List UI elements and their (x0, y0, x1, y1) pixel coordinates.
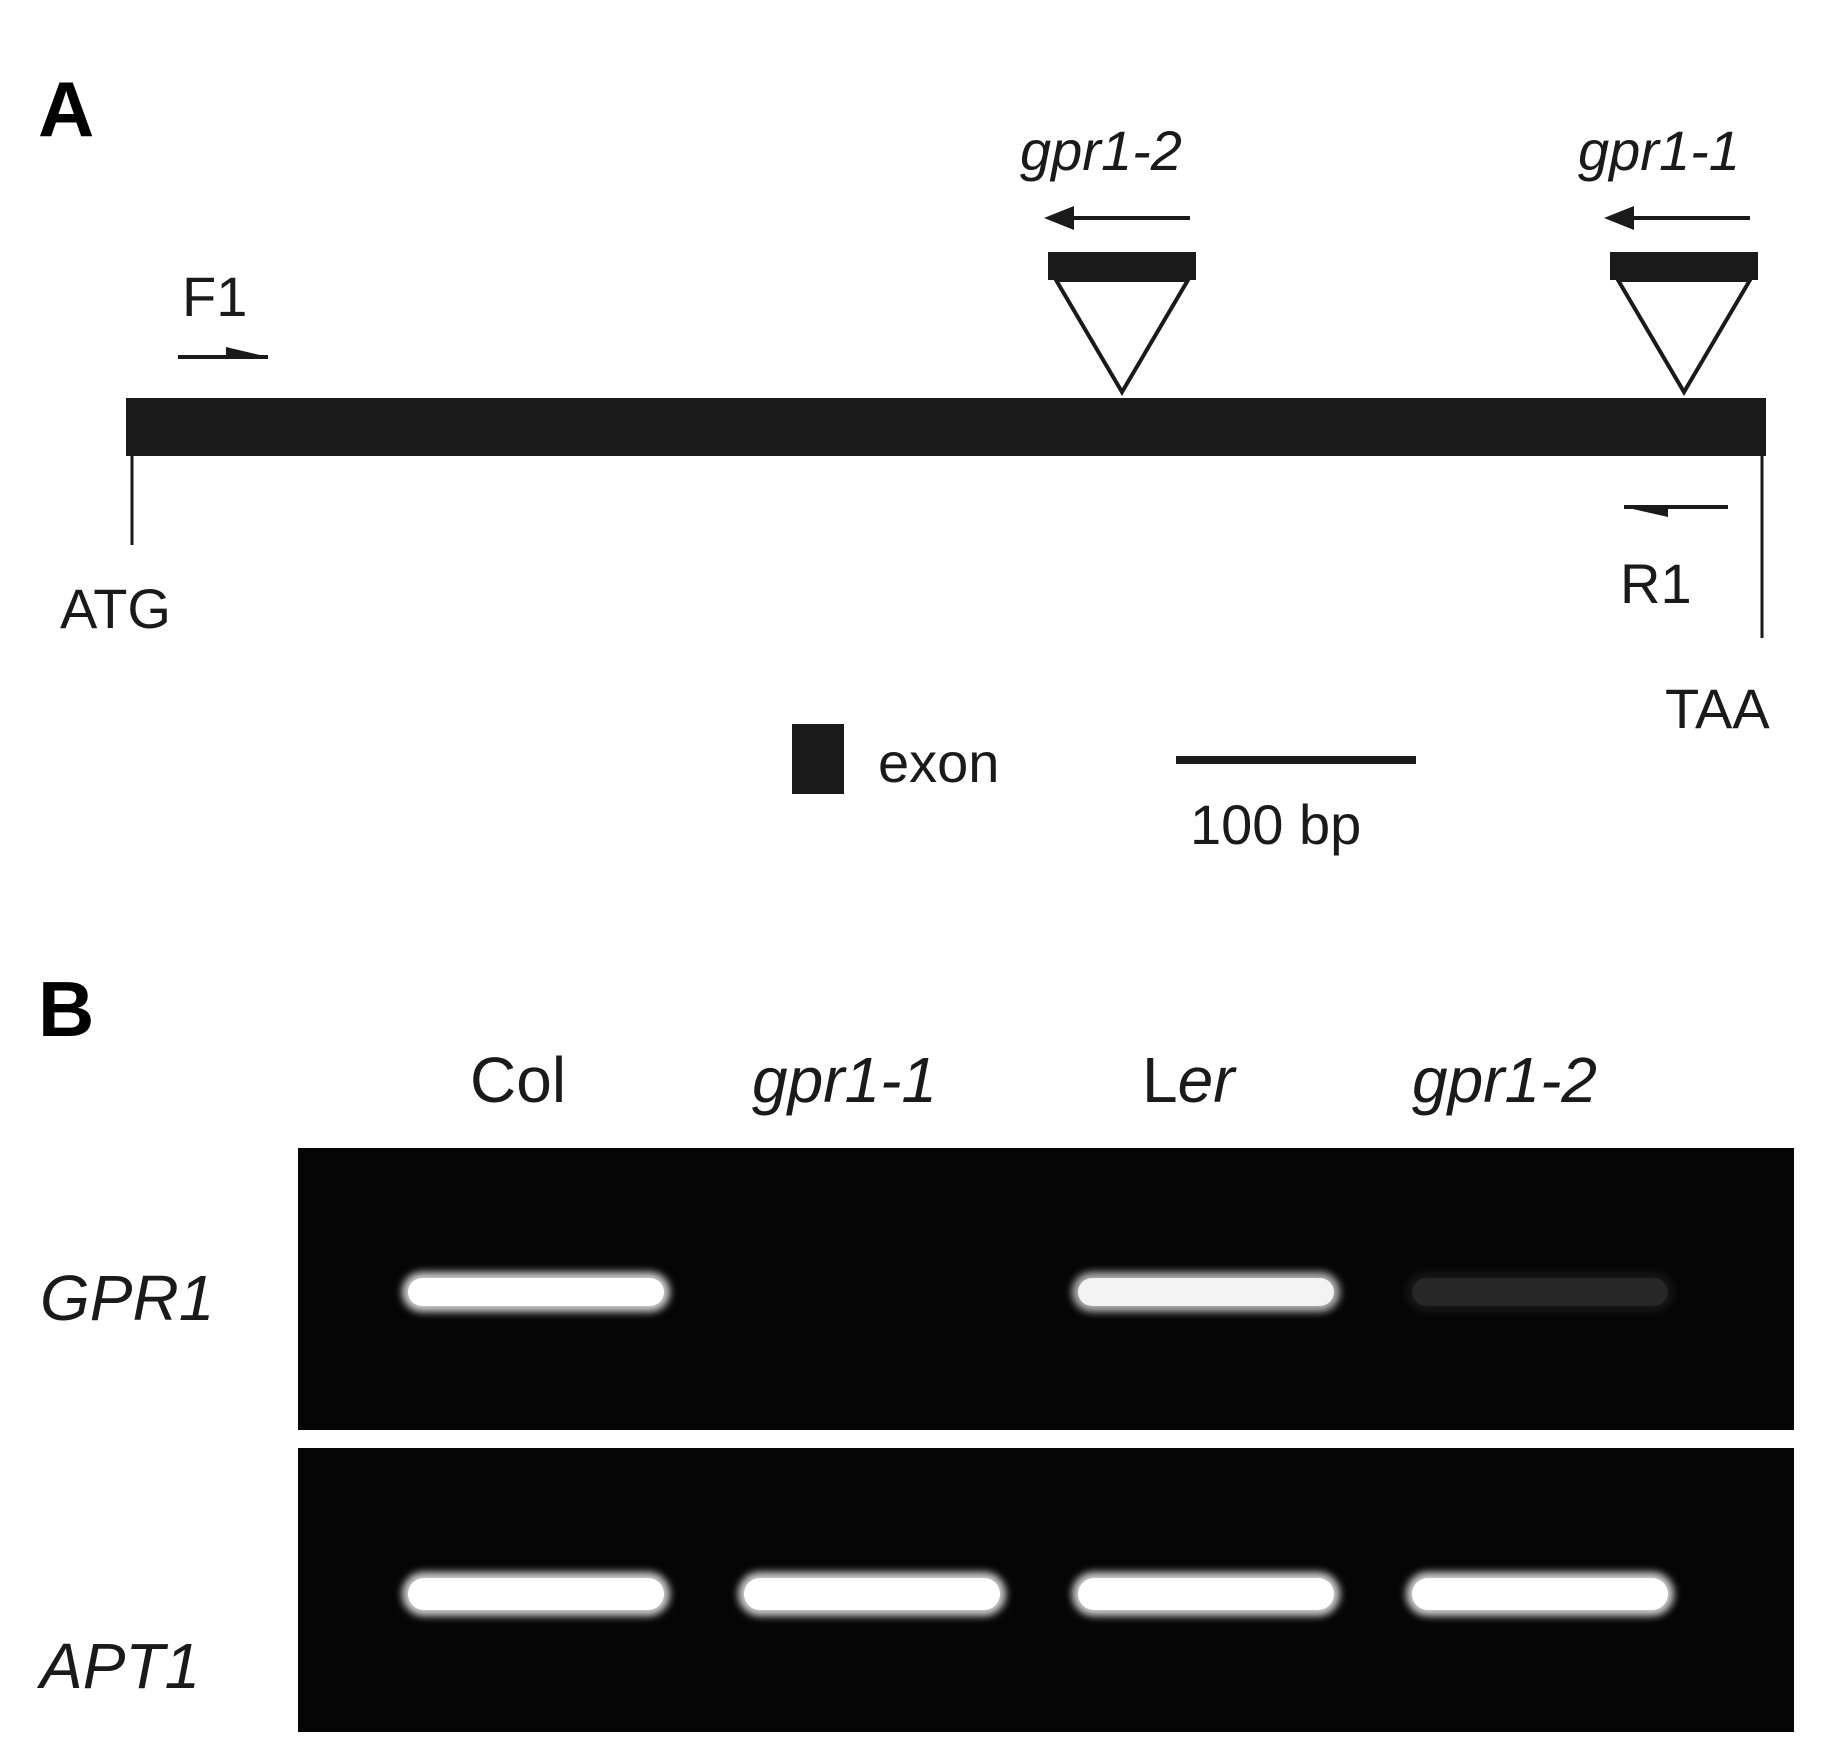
r1-primer-arrow (1624, 505, 1728, 517)
gpr1-band-glow-lane-4 (1406, 1272, 1674, 1312)
f1-primer-label: F1 (182, 265, 247, 328)
taa-label: TAA (1665, 677, 1770, 740)
gpr1-band-lane-4 (1412, 1278, 1668, 1306)
panel-b-label: B (38, 965, 94, 1053)
panel-a-label: A (38, 65, 94, 153)
gpr1-1-insertion-triangle (1614, 278, 1754, 396)
apt1-band-lane-3 (1078, 1578, 1334, 1610)
gene-label-apt1: APT1 (36, 1630, 200, 1702)
atg-label: ATG (60, 577, 171, 640)
gpr1-2-direction-arrow (1044, 206, 1190, 230)
gpr1-band-lane-3 (1078, 1278, 1334, 1306)
gpr1-2-insert-bar (1048, 252, 1196, 280)
exon-bar (126, 398, 1766, 456)
gpr1-band-lane-1 (408, 1278, 664, 1306)
apt1-band-lane-2 (744, 1578, 1000, 1610)
lane-label-col: Col (470, 1044, 566, 1116)
gpr1-1-insert-bar (1610, 252, 1758, 280)
exon-legend-swatch (792, 724, 844, 794)
r1-primer-label: R1 (1620, 552, 1692, 615)
apt1-bands (402, 1572, 1674, 1616)
lane-label-ler-prefix: L (1142, 1044, 1178, 1116)
scale-bar-label: 100 bp (1190, 793, 1361, 856)
f1-primer-arrow (178, 347, 268, 359)
gpr1-1-direction-arrow (1604, 206, 1750, 230)
lane-label-gpr1-1: gpr1-1 (752, 1044, 937, 1116)
gpr1-1-insertion-label: gpr1-1 (1578, 119, 1740, 182)
gene-label-gpr1: GPR1 (40, 1262, 214, 1334)
lane-label-ler: Ler (1142, 1044, 1237, 1116)
lane-label-gpr1-2: gpr1-2 (1412, 1044, 1597, 1116)
apt1-band-lane-1 (408, 1578, 664, 1610)
gpr1-2-insertion-triangle (1052, 278, 1192, 396)
apt1-band-lane-4 (1412, 1578, 1668, 1610)
lane-label-ler-italic: er (1178, 1044, 1238, 1116)
gpr1-2-insertion-label: gpr1-2 (1020, 119, 1182, 182)
gpr1-bands (402, 1272, 1674, 1312)
exon-legend-label: exon (878, 731, 999, 794)
